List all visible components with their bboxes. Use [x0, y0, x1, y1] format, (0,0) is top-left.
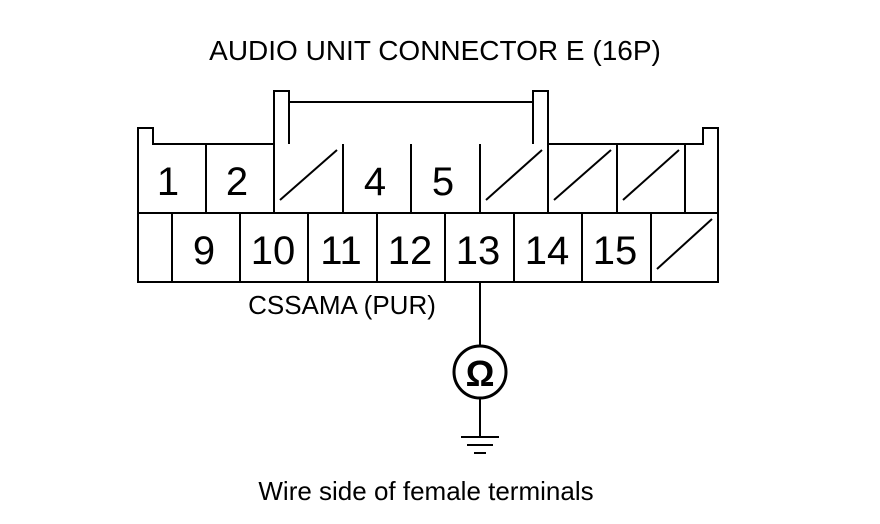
pin-15: 15 — [593, 229, 638, 273]
row2-cell-dividers — [171, 213, 652, 282]
diagram-title: AUDIO UNIT CONNECTOR E (16P) — [209, 35, 661, 66]
unused-cavity-slashes — [279, 149, 713, 270]
pin-1: 1 — [157, 160, 179, 204]
connector-lock-tab — [288, 102, 534, 144]
pin-12: 12 — [388, 229, 433, 273]
unused-cavity-6 — [485, 149, 543, 201]
pin-9: 9 — [193, 229, 215, 273]
pin-11: 11 — [320, 229, 362, 273]
pin-5: 5 — [432, 160, 454, 204]
pin-2: 2 — [226, 160, 248, 204]
unused-cavity-8 — [622, 149, 680, 201]
pin-14: 14 — [525, 229, 570, 273]
row1-cell-dividers — [205, 144, 686, 213]
ohmmeter-icon: Ω — [452, 344, 508, 400]
pin-4: 4 — [364, 160, 386, 204]
unused-cavity-3 — [279, 149, 338, 201]
diagram-caption: Wire side of female terminals — [258, 476, 593, 506]
unused-cavity-7 — [553, 149, 612, 201]
pin-numbers: 1 2 4 5 9 10 11 12 13 14 15 — [157, 160, 637, 273]
pin-13: 13 — [456, 229, 501, 273]
pin-10: 10 — [251, 229, 296, 273]
unused-cavity-16 — [656, 218, 713, 270]
wire-color-label: CSSAMA (PUR) — [248, 290, 436, 320]
ground-icon — [461, 436, 499, 454]
ohm-symbol: Ω — [466, 353, 495, 394]
